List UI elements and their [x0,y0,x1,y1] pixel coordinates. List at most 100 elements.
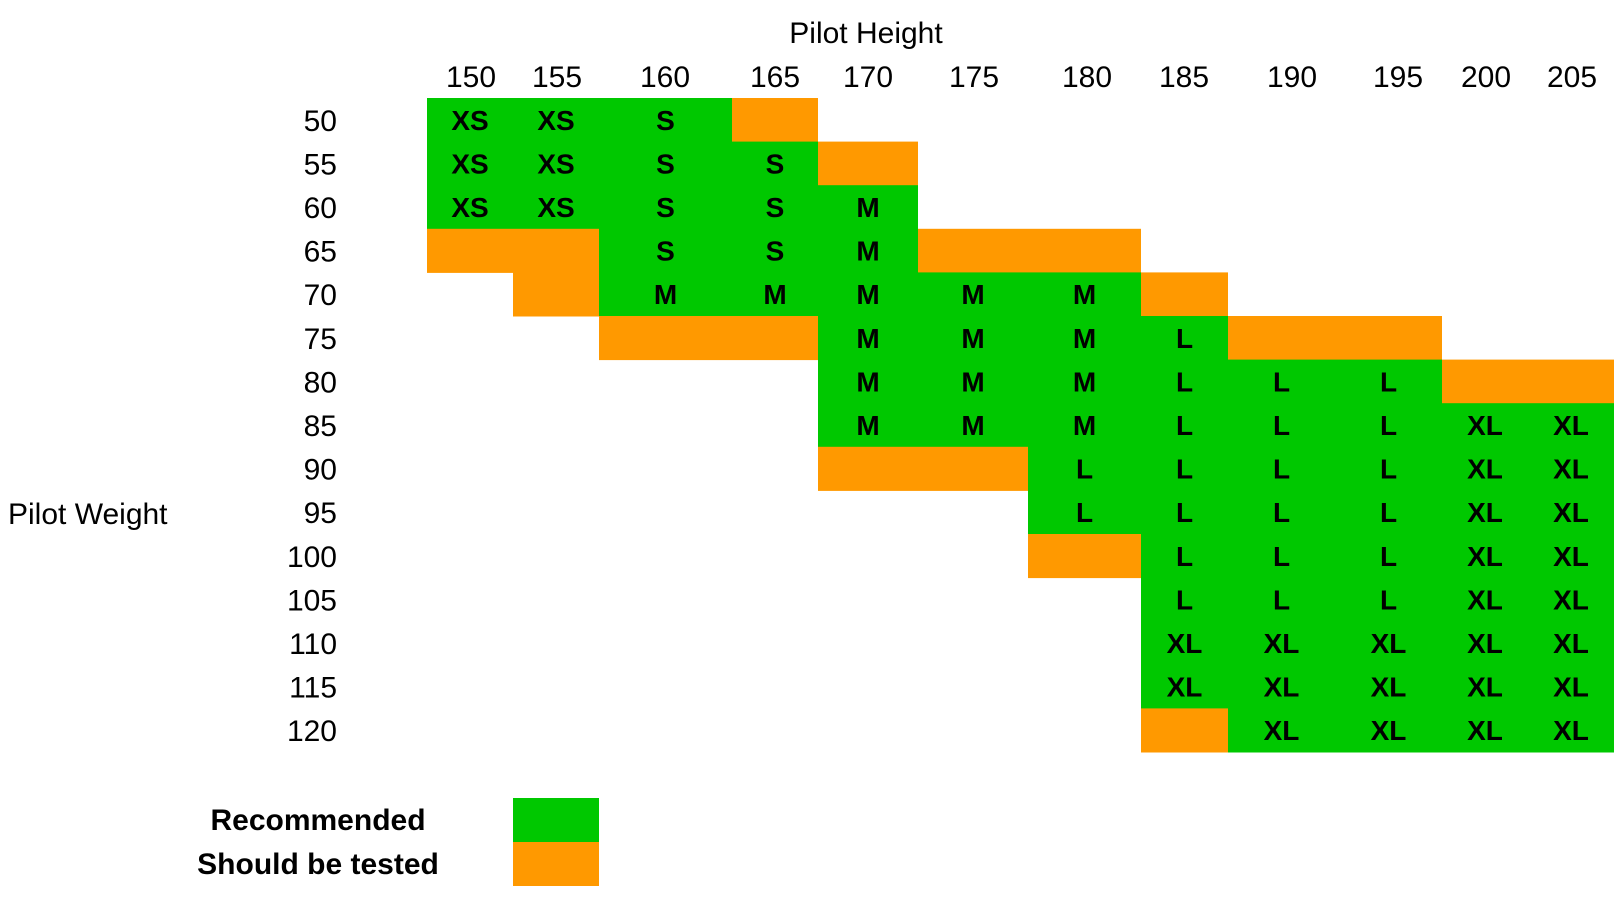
cell [918,359,1028,404]
y-tick-label: 105 [287,584,337,617]
x-tick-label: 160 [640,61,690,94]
cell-size-label: M [961,366,984,397]
cell [1335,490,1442,535]
cell [1528,577,1614,622]
cell-size-label: XL [1467,628,1503,659]
cell-size-label: XL [1264,672,1300,703]
cell-size-label: M [1073,410,1096,441]
cell-size-label: S [766,148,785,179]
cell [1528,664,1614,709]
cell-size-label: XS [451,192,488,223]
cell-size-label: M [1073,279,1096,310]
y-tick-label: 110 [289,628,337,661]
cell-size-label: XS [451,105,488,136]
y-tick-label: 60 [304,192,337,225]
cell-size-label: M [856,236,879,267]
cell-size-label: XL [1467,584,1503,615]
cell [1141,403,1228,448]
y-tick-label: 65 [304,236,337,269]
x-tick-label: 185 [1159,61,1209,94]
cell-size-label: L [1380,541,1397,572]
cell-size-label: XL [1371,672,1407,703]
y-tick-label: 80 [304,366,337,399]
cell-size-label: L [1273,541,1290,572]
cell [818,228,918,273]
cell-size-label: L [1273,410,1290,441]
cell [1141,359,1228,404]
legend-label: Recommended [210,804,425,837]
y-axis-title: Pilot Weight [8,498,168,531]
cell [1528,359,1614,404]
cell [1528,708,1614,753]
cell-size-label: L [1176,454,1193,485]
cell [1028,403,1141,448]
legend-swatch [513,842,599,886]
cell-size-label: M [961,323,984,354]
y-tick-label: 120 [287,715,337,748]
cell-size-label: XL [1167,672,1203,703]
x-tick-label: 205 [1547,61,1597,94]
x-tick-label: 200 [1461,61,1511,94]
cell [1335,534,1442,579]
cell [1228,490,1335,535]
cell-size-label: XL [1553,672,1589,703]
cell [1335,403,1442,448]
cell [732,185,818,230]
cell-size-label: S [656,105,675,136]
cell [513,141,599,186]
y-tick-label: 55 [304,148,337,181]
cell [1442,708,1528,753]
cell-size-label: XS [451,148,488,179]
cell [1141,708,1228,753]
cell [1028,446,1141,491]
cell [1442,577,1528,622]
legend-label: Should be tested [197,848,439,881]
cell-size-label: L [1380,454,1397,485]
cell [818,359,918,404]
cell-size-label: XL [1467,672,1503,703]
cell [599,228,732,273]
cell-size-label: XL [1553,715,1589,746]
cell [427,228,513,273]
cell [1335,621,1442,666]
cell [1442,446,1528,491]
cell [1228,316,1335,361]
y-tick-label: 50 [304,105,337,138]
cell-size-label: XL [1264,715,1300,746]
cell [1528,403,1614,448]
cell [1228,708,1335,753]
cell [1335,359,1442,404]
cell-size-label: XL [1553,584,1589,615]
cell [918,272,1028,317]
x-tick-label: 180 [1062,61,1112,94]
cell [1028,316,1141,361]
cell-size-label: L [1176,541,1193,572]
cell [599,316,732,361]
cell-size-label: L [1176,584,1193,615]
cell-size-label: XL [1467,454,1503,485]
cell [818,403,918,448]
y-tick-label: 95 [304,497,337,530]
cell [1228,664,1335,709]
cell [599,272,732,317]
x-axis-title: Pilot Height [789,17,943,50]
cell [1141,446,1228,491]
cell-size-label: L [1076,497,1093,528]
cell [599,98,732,143]
cell-size-label: M [1073,323,1096,354]
cell [1228,359,1335,404]
cell [1528,534,1614,579]
cell [1335,446,1442,491]
cell-size-label: L [1273,497,1290,528]
y-tick-label: 90 [304,454,337,487]
cell [732,228,818,273]
cell [1442,621,1528,666]
cell-size-label: M [856,279,879,310]
cell-size-label: M [856,323,879,354]
cell-size-label: S [656,192,675,223]
cell [732,272,818,317]
